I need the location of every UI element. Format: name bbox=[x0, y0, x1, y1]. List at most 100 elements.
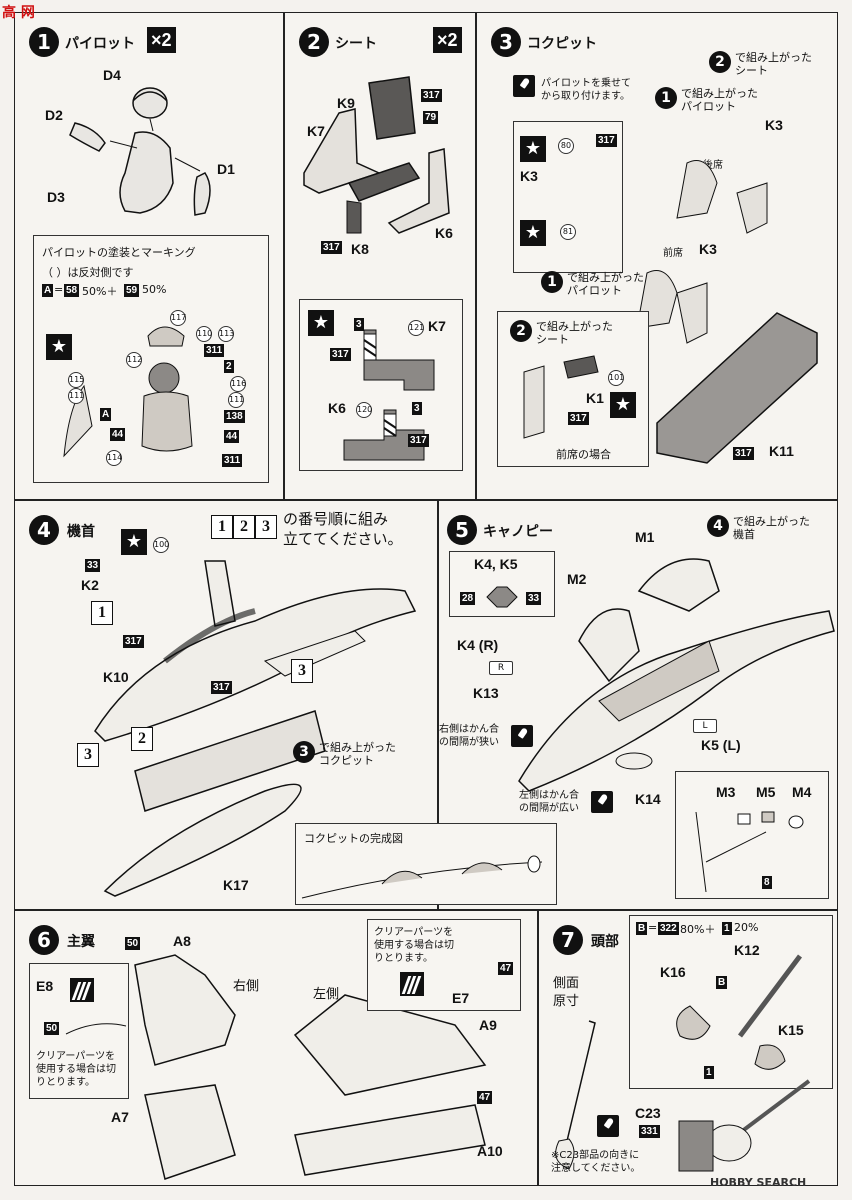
callout-number: 111 bbox=[68, 388, 84, 404]
order-box: 2 bbox=[233, 515, 255, 539]
painting-note: （ ）は反対側です bbox=[42, 266, 134, 279]
part-label: M4 bbox=[792, 784, 812, 800]
wing-parts-art bbox=[134, 954, 487, 1180]
color-code: A bbox=[100, 408, 112, 421]
part-label: K4 (R) bbox=[457, 637, 499, 653]
star-icon: ★ bbox=[610, 392, 636, 418]
part-label: D1 bbox=[217, 161, 235, 177]
paint-brush-icon bbox=[597, 1115, 619, 1137]
order-box: 3 bbox=[77, 743, 99, 767]
mix-ratio: 20% bbox=[734, 921, 759, 934]
sub-assembly-note: で組み上がった シート bbox=[735, 51, 812, 77]
right-fit-note: 右側はかん合 の間隔が狭い bbox=[439, 724, 499, 748]
color-code: 317 bbox=[123, 635, 144, 648]
step-4-panel: 4 機首 1 2 3 の番号順に組み 立ててください。 ★ 100 33 K2 … bbox=[14, 500, 438, 910]
step-number: 1 bbox=[29, 27, 59, 57]
seat-painting-box: ★ 3 121 K7 317 K6 120 3 317 bbox=[299, 299, 463, 471]
color-code: 317 bbox=[211, 681, 232, 694]
color-code: 317 bbox=[321, 241, 342, 254]
part-label: D2 bbox=[45, 107, 63, 123]
callout-number: 101 bbox=[608, 370, 624, 386]
watermark-bottom-right: HOBBY SEARCH bbox=[710, 1176, 807, 1189]
step-1-panel: 1 パイロット ×2 D4 D2 D1 D3 パイロットの塗装とマーキング （ … bbox=[14, 12, 284, 500]
step-ref-2: 2 bbox=[510, 320, 532, 342]
step-ref-3: 3 bbox=[293, 741, 315, 763]
r-marker: R bbox=[489, 661, 513, 675]
part-label: K3 bbox=[520, 168, 538, 184]
k4-k5-paint-box: K4, K5 28 33 bbox=[449, 551, 555, 617]
step-number: 4 bbox=[29, 515, 59, 545]
order-box: 2 bbox=[131, 727, 153, 751]
completion-title: コクピットの完成図 bbox=[304, 832, 403, 845]
part-label: M5 bbox=[756, 784, 776, 800]
box-title: K4, K5 bbox=[474, 556, 518, 572]
color-code: 47 bbox=[498, 962, 514, 975]
color-code: 2 bbox=[224, 360, 234, 373]
sub-assembly-note: で組み上がった シート bbox=[536, 320, 613, 346]
part-label: K8 bbox=[351, 241, 369, 257]
step-number: 3 bbox=[491, 27, 521, 57]
step-ref-4: 4 bbox=[707, 515, 729, 537]
mix-code: B bbox=[636, 922, 648, 935]
mix-equals: = bbox=[648, 921, 658, 934]
star-icon: ★ bbox=[46, 334, 72, 360]
color-code: 331 bbox=[639, 1125, 660, 1138]
part-label: E7 bbox=[452, 990, 470, 1006]
color-code: 317 bbox=[408, 434, 429, 447]
step-title: 主翼 bbox=[67, 934, 95, 950]
step-number: 6 bbox=[29, 925, 59, 955]
color-code: 47 bbox=[477, 1091, 493, 1104]
l-marker: L bbox=[693, 719, 717, 733]
color-code: 28 bbox=[460, 592, 476, 605]
sub-assembly-note: で組み上がった パイロット bbox=[681, 87, 758, 113]
step-3-panel: 3 コクピット パイロットを乗せて から取り付けます。 2 で組み上がった シー… bbox=[476, 12, 838, 500]
part-label: K16 bbox=[660, 964, 686, 980]
cut-icon bbox=[400, 972, 424, 996]
part-label: K7 bbox=[307, 123, 325, 139]
part-label: K15 bbox=[778, 1022, 804, 1038]
color-code: 44 bbox=[224, 430, 240, 443]
callout-number: 113 bbox=[218, 326, 234, 342]
cockpit-completion-art bbox=[301, 855, 543, 899]
order-box: 3 bbox=[291, 659, 313, 683]
rear-seat-label: 後席 bbox=[703, 160, 723, 171]
head-parts-art bbox=[676, 954, 802, 1070]
part-label: K11 bbox=[769, 443, 794, 459]
sub-assembly-note: で組み上がった 機首 bbox=[733, 515, 810, 541]
part-label: K14 bbox=[635, 791, 661, 807]
step-title: シート bbox=[335, 36, 377, 52]
callout-number: 117 bbox=[170, 310, 186, 326]
multiplier-badge: ×2 bbox=[147, 27, 176, 53]
color-code: 3 bbox=[354, 318, 364, 331]
order-box: 1 bbox=[211, 515, 233, 539]
callout-number: 115 bbox=[68, 372, 84, 388]
watermark-top-left: 高 网 bbox=[2, 5, 35, 21]
part-label: M1 bbox=[635, 529, 655, 545]
color-code: 58 bbox=[64, 284, 80, 297]
multiplier-badge: ×2 bbox=[433, 27, 462, 53]
part-label: M2 bbox=[567, 571, 587, 587]
part-label: A10 bbox=[477, 1143, 503, 1159]
left-side-label: 左側 bbox=[313, 987, 340, 1002]
step-title: コクピット bbox=[527, 36, 597, 52]
part-label: A8 bbox=[173, 933, 191, 949]
part-label: M3 bbox=[716, 784, 736, 800]
star-icon: ★ bbox=[520, 136, 546, 162]
part-label: K7 bbox=[428, 318, 446, 334]
mix-ratio: 50% bbox=[142, 283, 167, 296]
note-text: パイロットを乗せて から取り付けます。 bbox=[541, 78, 631, 102]
color-code: 322 bbox=[658, 922, 679, 935]
step-2-panel: 2 シート ×2 K9 317 79 K7 317 K8 K6 ★ 3 121 … bbox=[284, 12, 476, 500]
part-label: A7 bbox=[111, 1109, 129, 1125]
part-label: K6 bbox=[435, 225, 453, 241]
callout-number: 80 bbox=[558, 138, 574, 154]
part-label: K6 bbox=[328, 400, 346, 416]
color-code: 44 bbox=[110, 428, 126, 441]
callout-number: 120 bbox=[356, 402, 372, 418]
color-code: 1 bbox=[722, 922, 732, 935]
callout-number: 114 bbox=[106, 450, 122, 466]
mix-ratio: 50%＋ bbox=[82, 285, 118, 298]
front-seat-label: 前席 bbox=[663, 248, 683, 259]
part-label: K12 bbox=[734, 942, 760, 958]
part-label: K3 bbox=[699, 241, 717, 257]
